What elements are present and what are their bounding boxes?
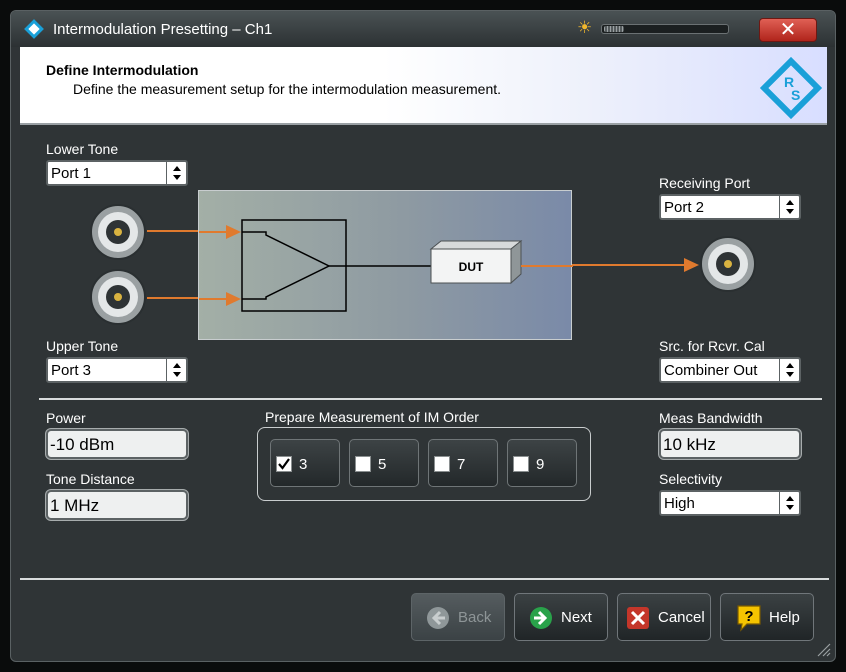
power-field[interactable]: -10 dBm xyxy=(46,429,188,459)
lower-tone-select[interactable]: Port 1 xyxy=(46,160,188,186)
checkbox-unchecked-icon xyxy=(434,456,450,472)
tone-distance-field[interactable]: 1 MHz xyxy=(46,490,188,520)
next-label: Next xyxy=(561,609,592,626)
checkbox-unchecked-icon xyxy=(513,456,529,472)
lower-tone-value: Port 1 xyxy=(51,165,92,182)
dialog-header: Define Intermodulation Define the measur… xyxy=(20,47,827,125)
help-label: Help xyxy=(769,609,800,626)
cancel-x-icon xyxy=(627,607,649,629)
tone-distance-value: 1 MHz xyxy=(50,496,100,515)
tone-distance-label: Tone Distance xyxy=(46,471,135,487)
updown-arrow-icon xyxy=(779,196,799,218)
next-button[interactable]: Next xyxy=(514,593,608,641)
rs-logo-icon: R S xyxy=(760,57,822,119)
meas-bandwidth-label: Meas Bandwidth xyxy=(659,410,763,426)
intermodulation-dialog: Intermodulation Presetting – Ch1 ☀ ✕ Def… xyxy=(10,10,836,662)
setup-diagram: DUT xyxy=(198,190,573,340)
lower-tone-label: Lower Tone xyxy=(46,141,119,157)
receiving-port-value: Port 2 xyxy=(664,199,705,216)
slider-thumb[interactable] xyxy=(604,26,624,32)
back-arrow-icon xyxy=(427,607,449,629)
meas-bandwidth-value: 10 kHz xyxy=(663,435,716,454)
im-order-label: 9 xyxy=(536,456,545,473)
selectivity-select[interactable]: High xyxy=(659,490,801,516)
upper-tone-label: Upper Tone xyxy=(46,338,119,354)
im-order-3-checkbox[interactable]: 3 xyxy=(270,439,340,487)
lower-port-connector-icon xyxy=(90,204,146,260)
close-button[interactable]: ✕ xyxy=(759,18,817,42)
updown-arrow-icon xyxy=(166,359,186,381)
src-rcvr-cal-label: Src. for Rcvr. Cal xyxy=(659,338,765,354)
footer-divider xyxy=(20,578,829,580)
im-order-7-checkbox[interactable]: 7 xyxy=(428,439,498,487)
section-divider xyxy=(39,398,822,400)
window-title: Intermodulation Presetting – Ch1 xyxy=(53,21,273,38)
updown-arrow-icon xyxy=(779,359,799,381)
power-label: Power xyxy=(46,410,86,426)
selectivity-label: Selectivity xyxy=(659,471,723,487)
power-value: -10 dBm xyxy=(50,435,115,454)
im-order-label: 5 xyxy=(378,456,387,473)
title-bar[interactable]: Intermodulation Presetting – Ch1 ☀ ✕ xyxy=(11,11,835,47)
upper-tone-value: Port 3 xyxy=(51,362,92,379)
checkbox-unchecked-icon xyxy=(355,456,371,472)
receiving-port-select[interactable]: Port 2 xyxy=(659,194,801,220)
cancel-button[interactable]: Cancel xyxy=(617,593,711,641)
help-button[interactable]: ? Help xyxy=(720,593,814,641)
brightness-icon: ☀ xyxy=(577,18,593,37)
header-subtitle: Define the measurement setup for the int… xyxy=(73,81,502,97)
back-button[interactable]: Back xyxy=(411,593,505,641)
combiner-dut-diagram: DUT xyxy=(199,219,573,312)
im-order-5-checkbox[interactable]: 5 xyxy=(349,439,419,487)
src-rcvr-cal-select[interactable]: Combiner Out xyxy=(659,357,801,383)
app-logo-icon xyxy=(24,19,44,39)
updown-arrow-icon xyxy=(779,492,799,514)
im-order-label: 7 xyxy=(457,456,466,473)
src-rcvr-cal-value: Combiner Out xyxy=(664,362,758,379)
next-arrow-icon xyxy=(530,607,552,629)
checkbox-checked-icon xyxy=(276,456,292,472)
selectivity-value: High xyxy=(664,495,695,512)
svg-text:R: R xyxy=(784,74,794,90)
resize-grip-icon[interactable] xyxy=(815,641,831,657)
output-arrow xyxy=(572,258,699,272)
receiving-port-label: Receiving Port xyxy=(659,175,751,191)
svg-text:?: ? xyxy=(744,608,753,625)
upper-tone-select[interactable]: Port 3 xyxy=(46,357,188,383)
help-question-icon: ? xyxy=(737,605,761,632)
upper-port-connector-icon xyxy=(90,269,146,325)
transparency-slider[interactable] xyxy=(601,24,729,34)
im-order-title: Prepare Measurement of IM Order xyxy=(265,409,479,425)
im-order-9-checkbox[interactable]: 9 xyxy=(507,439,577,487)
cancel-label: Cancel xyxy=(658,609,705,626)
header-title: Define Intermodulation xyxy=(46,62,199,78)
meas-bandwidth-field[interactable]: 10 kHz xyxy=(659,429,801,459)
svg-text:S: S xyxy=(791,87,800,103)
im-order-label: 3 xyxy=(299,456,308,473)
back-label: Back xyxy=(458,609,492,626)
dut-label: DUT xyxy=(459,260,484,274)
im-order-group xyxy=(257,427,591,501)
updown-arrow-icon xyxy=(166,162,186,184)
receiving-port-connector-icon xyxy=(700,236,756,292)
